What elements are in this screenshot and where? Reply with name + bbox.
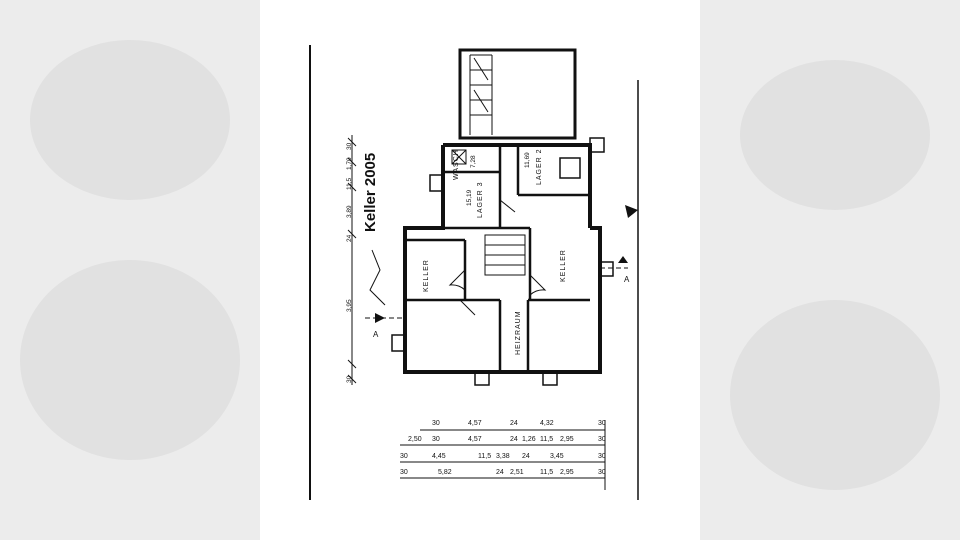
dimension-lines-horizontal xyxy=(400,420,606,490)
dim-row2-8: 30 xyxy=(598,436,606,443)
dim-row3-7: 30 xyxy=(598,453,606,460)
room-label-lager2: LAGER 2 xyxy=(536,148,543,185)
stair-grid xyxy=(469,54,493,135)
room-label-keller-left: KELLER xyxy=(423,259,430,292)
room-label-wasch: WASCH xyxy=(453,149,460,180)
interior-walls xyxy=(405,145,590,372)
dim-row1-3: 24 xyxy=(510,420,518,427)
shelf-symbol xyxy=(559,157,581,179)
room-area-lager2: 11,69 xyxy=(524,152,531,168)
dim-row1-4: 4,32 xyxy=(540,420,554,427)
dim-row4-4: 2,51 xyxy=(510,469,524,476)
dim-row1-5: 30 xyxy=(598,420,606,427)
dim-row4-7: 30 xyxy=(598,469,606,476)
section-arrows xyxy=(375,205,638,323)
dim-row2-3: 4,57 xyxy=(468,436,482,443)
blurred-background-left xyxy=(0,0,260,540)
section-mark-right: A xyxy=(624,275,630,284)
dim-vertical-3: 11,5 xyxy=(346,177,353,190)
window-wells xyxy=(391,137,614,386)
dim-vertical-4: 3,89 xyxy=(346,205,353,218)
dim-row2-2: 30 xyxy=(432,436,440,443)
floor-plan-sheet: Keller 2005 30 1,70 11,5 3,89 24 3,95 30… xyxy=(260,0,700,540)
dim-vertical-7: 30 xyxy=(346,375,353,383)
dim-row2-5: 1,26 xyxy=(522,436,536,443)
sink-symbol xyxy=(451,149,467,165)
dim-row2-4: 24 xyxy=(510,436,518,443)
dim-row4-5: 11,5 xyxy=(540,469,554,476)
door-swings xyxy=(448,199,547,316)
room-area-wasch: 7,28 xyxy=(470,155,477,168)
inner-stair xyxy=(484,234,526,276)
dim-row1-1: 30 xyxy=(432,420,440,427)
dim-row1-2: 4,57 xyxy=(468,420,482,427)
dim-row4-3: 24 xyxy=(496,469,504,476)
room-label-lager3: LAGER 3 xyxy=(477,181,484,218)
dim-vertical-1: 30 xyxy=(346,142,353,150)
dim-vertical-5: 24 xyxy=(346,234,353,242)
dim-row4-6: 2,95 xyxy=(560,469,574,476)
dim-row2-7: 2,95 xyxy=(560,436,574,443)
dim-row2-1: 2,50 xyxy=(408,436,422,443)
dim-row2-6: 11,5 xyxy=(540,436,554,443)
dim-row4-2: 5,82 xyxy=(438,469,452,476)
dim-row4-1: 30 xyxy=(400,469,408,476)
wall-annex xyxy=(458,48,577,140)
dim-row3-6: 3,45 xyxy=(550,453,564,460)
terrain-line xyxy=(369,249,386,306)
room-label-heizraum: HEIZRAUM xyxy=(515,310,522,355)
dim-row3-4: 3,38 xyxy=(496,453,510,460)
dim-row3-3: 11,5 xyxy=(478,453,492,460)
dim-row3-5: 24 xyxy=(522,453,530,460)
room-area-lager3: 15,19 xyxy=(466,189,473,206)
dimension-ticks-vertical xyxy=(347,137,357,384)
dim-row3-1: 30 xyxy=(400,453,408,460)
plan-title: Keller 2005 xyxy=(362,152,379,232)
room-label-keller-right: KELLER xyxy=(560,249,567,282)
dim-vertical-6: 3,95 xyxy=(346,299,353,312)
floor-plan-drawing xyxy=(309,45,639,500)
dim-row3-2: 4,45 xyxy=(432,453,446,460)
outer-walls xyxy=(403,143,602,374)
dim-vertical-2: 1,70 xyxy=(346,157,353,170)
blurred-background-right xyxy=(700,0,960,540)
section-mark-left: A xyxy=(373,330,379,339)
